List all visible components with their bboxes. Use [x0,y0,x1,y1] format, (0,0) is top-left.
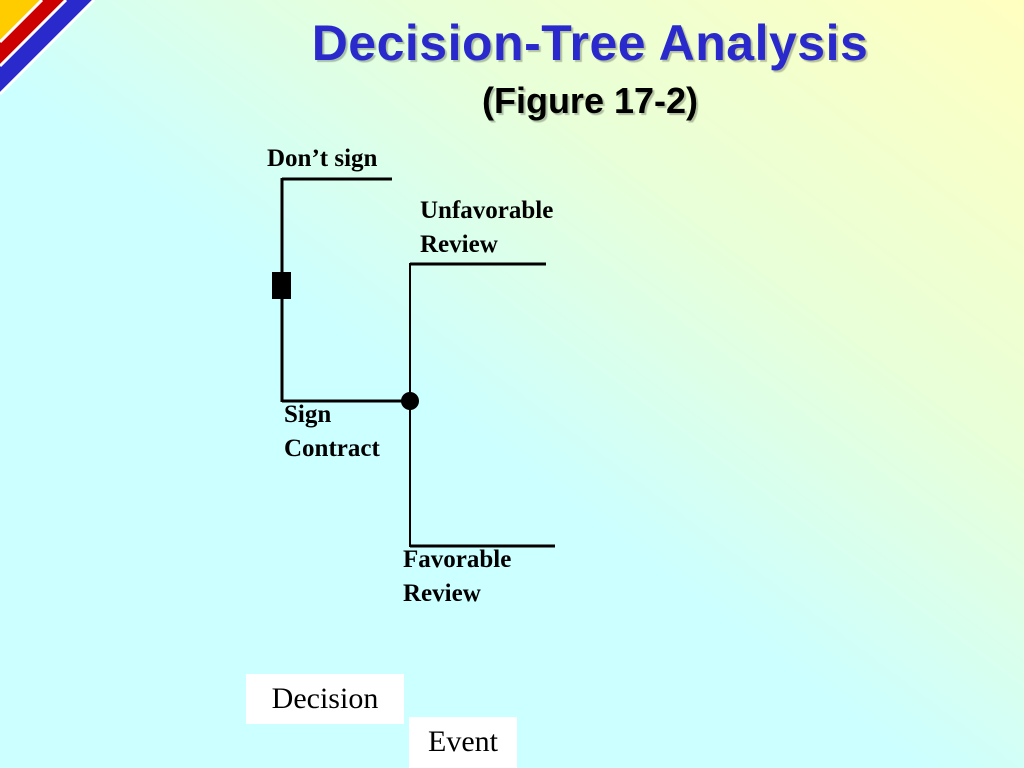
decision-node-square [272,272,291,299]
legend-event-box: Event [409,717,517,768]
slide-title: Decision-Tree Analysis [311,15,869,71]
legend-decision-box: Decision [246,674,404,724]
corner-stripe-decoration [0,0,96,96]
event-node-circle [401,392,419,410]
favorable-review-label: Favorable Review [403,546,512,607]
dont-sign-label: Don’t sign [267,145,378,172]
slide-subtitle: (Figure 17-2) [481,80,699,121]
sign-contract-label: Sign Contract [284,401,380,462]
unfavorable-review-label: Unfavorable Review [420,197,554,258]
